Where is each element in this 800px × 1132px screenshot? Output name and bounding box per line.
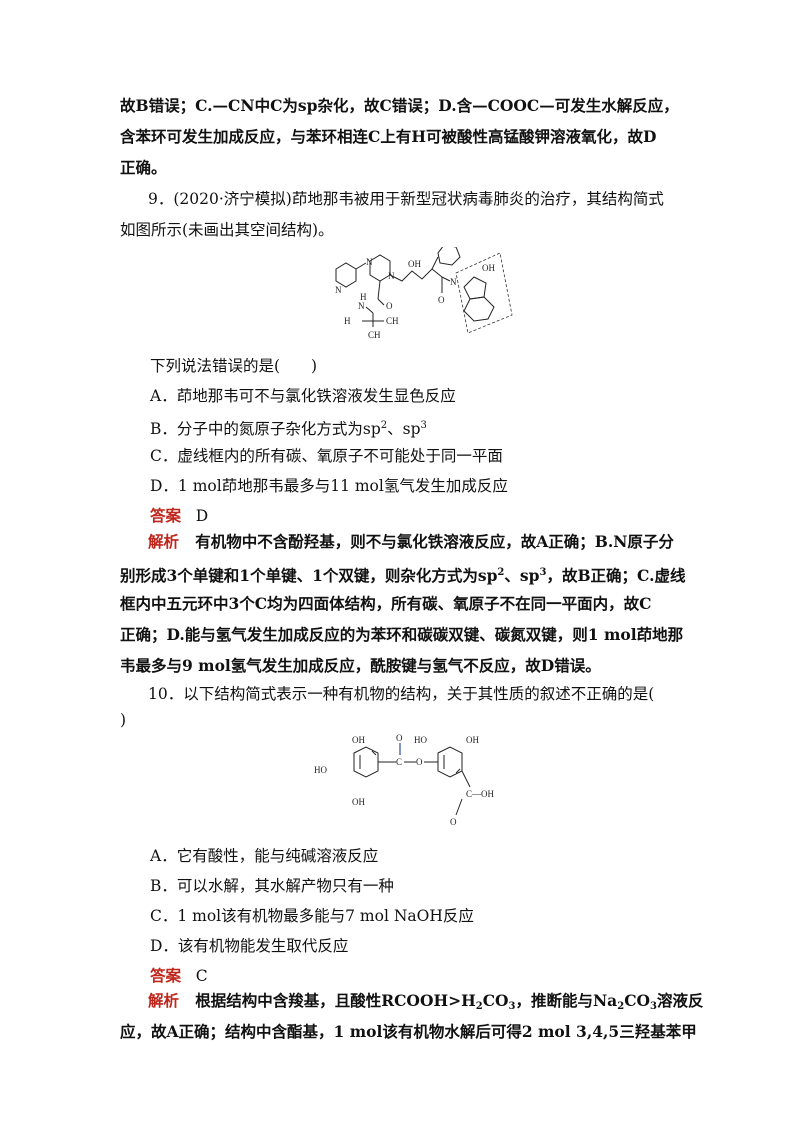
- carboxyl-label: C—OH: [466, 789, 495, 799]
- oh-label-2: OH: [352, 797, 365, 807]
- analysis-label: 解析: [148, 991, 180, 1010]
- superscript: 2: [497, 567, 505, 578]
- analysis-text: 溶液反: [657, 991, 704, 1010]
- option-c: C．1 mol该有机物最多能与7 mol NaOH反应: [150, 907, 474, 925]
- ho-label-2: HO: [414, 735, 427, 745]
- hydroxyl-label: OH: [408, 259, 421, 269]
- analysis-line: 解析 根据结构中含羧基，且酸性RCOOH>H2CO3，推断能与Na2CO3溶液反: [148, 991, 718, 1017]
- piperazine-n1-label: N: [366, 257, 373, 267]
- subscript: 2: [617, 1001, 625, 1012]
- question-9-stem: 下列说法错误的是( ): [150, 357, 318, 375]
- analysis-text: ，故B正确；C.虚线: [546, 566, 686, 585]
- subscript: 2: [475, 1001, 483, 1012]
- analysis-text: 别形成3个单键和1个单键、1个双键，则杂化方式为sp: [120, 566, 498, 585]
- analysis-line: 韦最多与9 mol氢气发生加成反应，酰胺键与氢气不反应，故D错误。: [120, 656, 601, 675]
- analysis-text: 根据结构中含羧基，且酸性RCOOH>H: [195, 991, 476, 1010]
- ester-o-label: O: [396, 733, 403, 743]
- option-b-text: 、sp: [387, 420, 421, 438]
- ch3-label-1: CH: [386, 316, 399, 326]
- question-10-title-cont: ): [120, 711, 127, 729]
- superscript: 2: [380, 420, 388, 431]
- answer-row: 答案 C: [150, 966, 720, 986]
- indinavir-structure: N N N N H O H CH CH OH O: [318, 247, 518, 345]
- pyridine-n-label: N: [335, 285, 342, 295]
- answer-value: D: [195, 507, 209, 525]
- option-c: C．虚线框内的所有碳、氧原子不可能处于同一平面: [150, 447, 503, 465]
- carboxyl-o-label: O: [450, 817, 457, 827]
- ch3-label-2: CH: [368, 330, 381, 340]
- option-d: D．该有机物能发生取代反应: [150, 937, 349, 955]
- option-b: B．可以水解，其水解产物只有一种: [150, 877, 394, 895]
- answer-value: C: [195, 967, 208, 985]
- analysis-text: 、sp: [504, 566, 540, 585]
- subscript: 3: [650, 1001, 657, 1012]
- text-line: 正确。: [120, 158, 167, 177]
- indane-oh-label: OH: [482, 263, 495, 273]
- h3c-label: H: [344, 316, 351, 326]
- question-9-title-cont: 如图所示(未画出其空间结构)。: [120, 221, 334, 239]
- amide2-n-label: N: [450, 277, 457, 287]
- ester-o2-label: O: [416, 757, 423, 767]
- ho-label-1: HO: [314, 765, 327, 775]
- analysis-line: 别形成3个单键和1个单键、1个双键，则杂化方式为sp2、sp3，故B正确；C.虚…: [120, 563, 690, 586]
- analysis-text: CO: [482, 991, 509, 1010]
- answer-row: 答案 D: [150, 506, 720, 526]
- amide-n-label: N: [358, 301, 365, 311]
- amide-h-label: H: [360, 292, 367, 302]
- analysis-line: 解析 有机物中不含酚羟基，则不与氯化铁溶液反应，故A正确；B.N原子分: [148, 532, 718, 552]
- text-line: 故B错误；C.—CN中C为sp杂化，故C错误；D.含—COOC—可发生水解反应，: [120, 96, 679, 115]
- option-b-text: B．分子中的氮原子杂化方式为sp: [150, 420, 381, 438]
- amide2-o-label: O: [438, 295, 445, 305]
- option-a: A．它有酸性，能与纯碱溶液反应: [150, 847, 379, 865]
- option-a: A．茚地那韦可不与氯化铁溶液发生显色反应: [150, 387, 456, 405]
- analysis-text: ，推断能与Na: [515, 991, 618, 1010]
- text-line: 含苯环可发生加成反应，与苯环相连C上有H可被酸性高锰酸钾溶液氧化，故D: [120, 127, 657, 146]
- superscript: 3: [539, 567, 547, 578]
- oh-label-1: OH: [352, 735, 365, 745]
- option-d: D．1 mol茚地那韦最多与11 mol氢气发生加成反应: [150, 477, 508, 495]
- subscript: 3: [508, 1001, 516, 1012]
- question-9-title: 9．(2020·济宁模拟)茚地那韦被用于新型冠状病毒肺炎的治疗，其结构简式: [148, 190, 664, 208]
- analysis-text: CO: [624, 991, 651, 1010]
- analysis-text: 有机物中不含酚羟基，则不与氯化铁溶液反应，故A正确；B.N原子分: [195, 532, 674, 551]
- digallic-acid-structure: OH HO OH C O O HO OH C—OH O: [310, 733, 520, 829]
- question-10-title: 10．以下结构简式表示一种有机物的结构，关于其性质的叙述不正确的是(: [148, 685, 655, 703]
- oh-label-3: OH: [466, 735, 479, 745]
- ester-c-label: C: [396, 757, 402, 767]
- analysis-line: 正确；D.能与氢气发生加成反应的为苯环和碳碳双键、碳氮双键，则1 mol茚地那: [120, 625, 684, 644]
- option-b: B．分子中的氮原子杂化方式为sp2、sp3: [150, 416, 720, 439]
- analysis-line: 框内中五元环中3个C均为四面体结构，所有碳、氧原子不在同一平面内，故C: [120, 594, 652, 613]
- superscript: 3: [420, 420, 427, 431]
- analysis-label: 解析: [148, 532, 180, 551]
- analysis-line: 应，故A正确；结构中含酯基，1 mol该有机物水解后可得2 mol 3,4,5三…: [120, 1022, 697, 1041]
- answer-label: 答案: [150, 966, 182, 985]
- answer-label: 答案: [150, 506, 182, 525]
- amide-o-label: O: [386, 301, 393, 311]
